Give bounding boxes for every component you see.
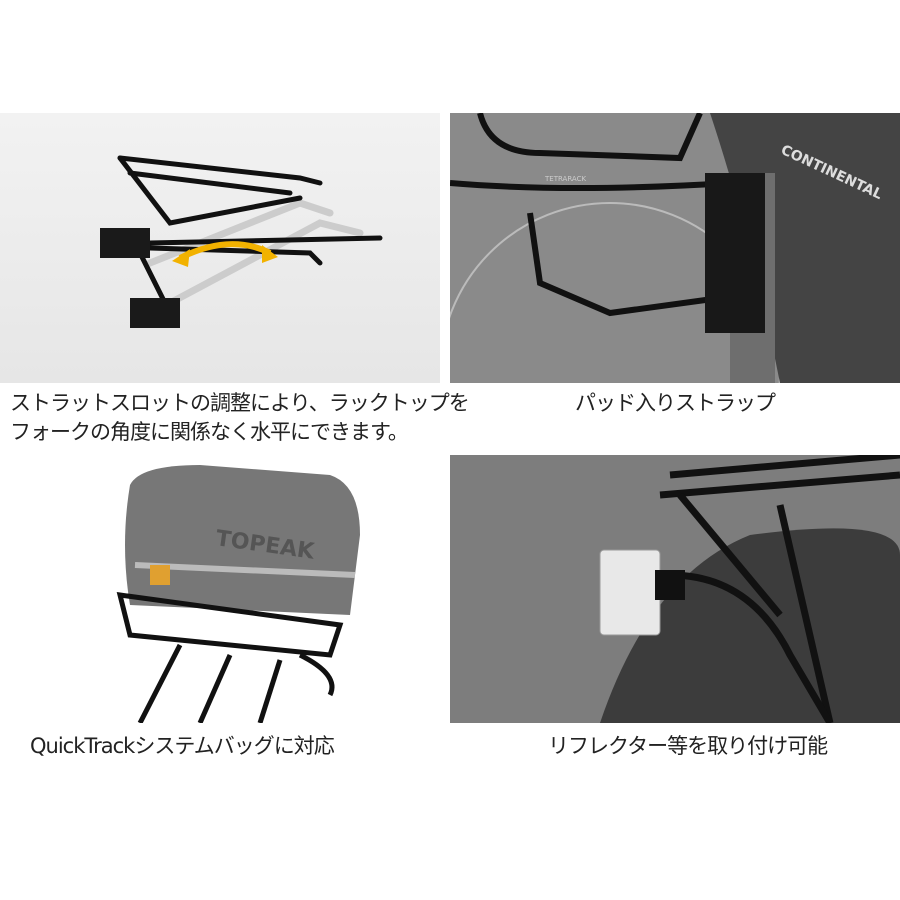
- strap-photo: CONTINENTAL TETRARACK: [450, 113, 900, 383]
- bag-photo: TOPEAK: [116, 465, 360, 723]
- caption-line-1: ストラットスロットの調整により、ラックトップを: [10, 391, 470, 415]
- caption-padded-strap: パッド入りストラップ: [575, 391, 776, 415]
- rack-lettering: TETRARACK: [544, 175, 586, 183]
- trunk-bag: [125, 465, 360, 615]
- rack-illustration: [100, 155, 383, 328]
- photo-padded-strap-on-fork: CONTINENTAL TETRARACK: [450, 113, 900, 383]
- caption-strut-adjustment: ストラットスロットの調整により、ラックトップを フォークの角度に関係なく水平にで…: [10, 389, 470, 447]
- reflector-photo: [599, 455, 900, 723]
- photo-rack-with-trunk-bag: TOPEAK: [0, 455, 440, 723]
- lower-mount: [130, 298, 180, 328]
- strap: [705, 173, 765, 333]
- tire: [600, 528, 900, 723]
- photo-reflector-mounted-on-rack: [450, 455, 900, 723]
- adjust-arrow-icon: [178, 241, 272, 261]
- photo-rack-strut-adjustment: [0, 113, 440, 383]
- reflector: [599, 549, 661, 636]
- caption-reflector: リフレクター等を取り付け可能: [548, 734, 828, 758]
- caption-quicktrack: QuickTrackシステムバッグに対応: [30, 734, 335, 758]
- caption-line-2: フォークの角度に関係なく水平にできます。: [10, 420, 409, 444]
- upper-mount: [100, 228, 150, 258]
